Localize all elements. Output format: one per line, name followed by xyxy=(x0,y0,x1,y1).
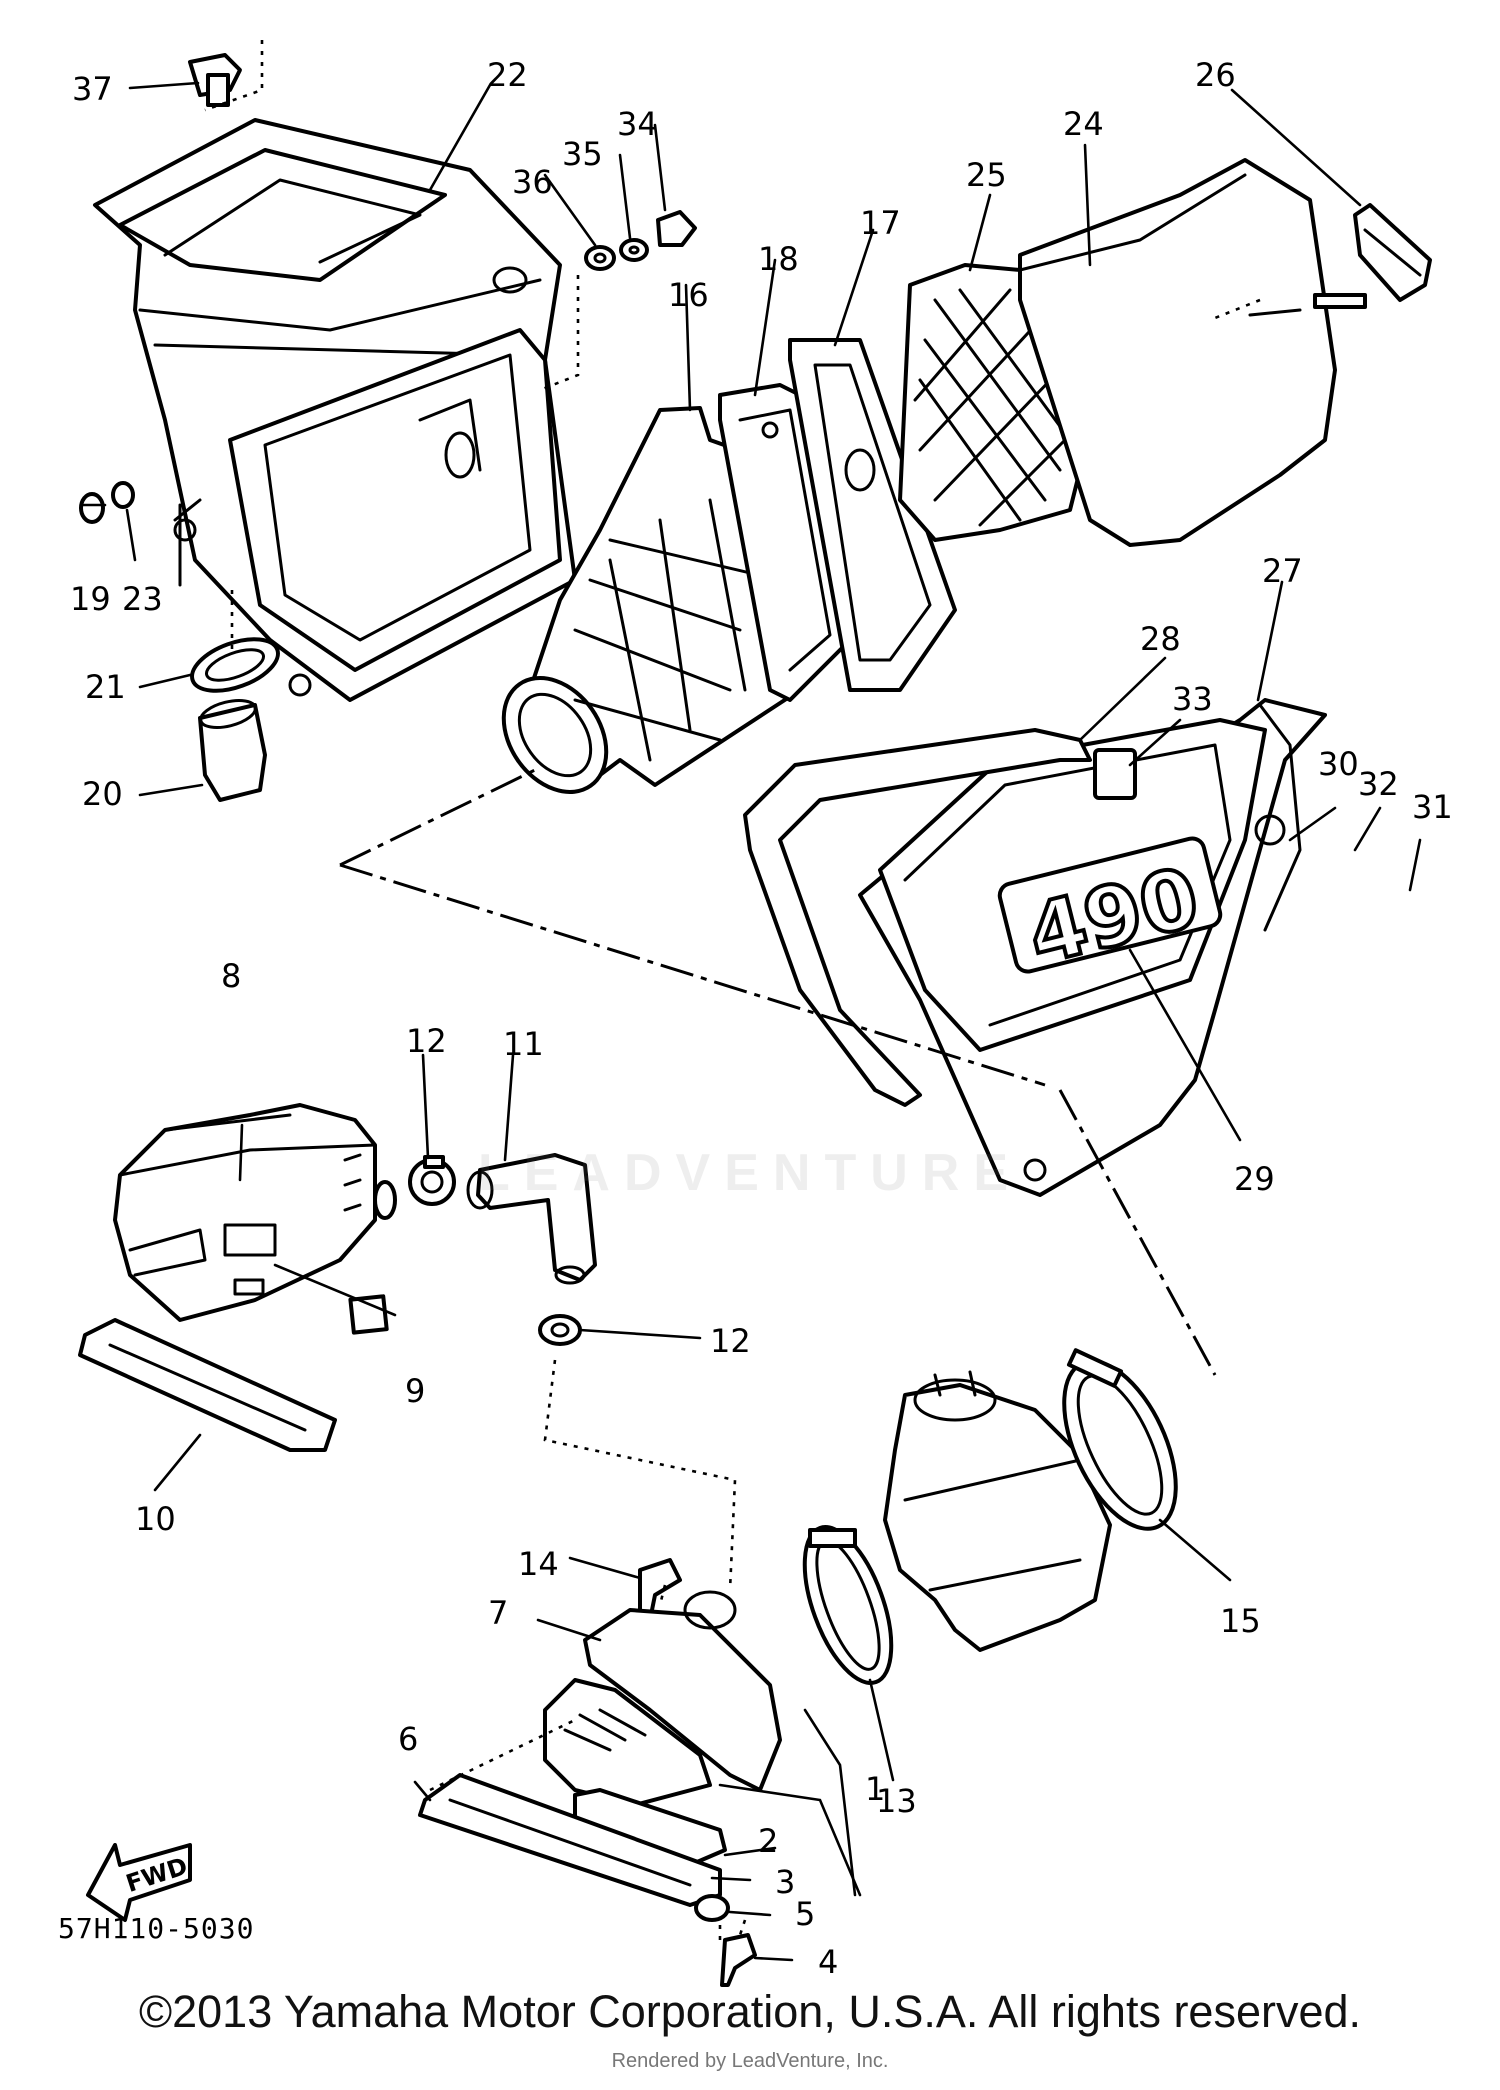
air-box-case xyxy=(93,118,577,702)
washer-36 xyxy=(584,245,616,271)
wing-bolt xyxy=(1313,203,1432,309)
render-note: Rendered by LeadVenture, Inc. xyxy=(611,2050,889,2072)
collar-33 xyxy=(1093,748,1137,800)
alignment-lines xyxy=(204,40,1217,1940)
label-25: 25 xyxy=(966,156,1007,194)
copyright-notice: ©2013 Yamaha Motor Corporation, U.S.A. A… xyxy=(138,1986,1362,2037)
screw-4 xyxy=(720,1933,757,1987)
fwd-arrow-icon: FWD xyxy=(86,1843,192,1922)
label-16: 16 xyxy=(668,276,709,314)
label-5: 5 xyxy=(795,1895,815,1933)
band-21 xyxy=(190,637,280,693)
label-35: 35 xyxy=(562,135,603,173)
clamp-12-upper xyxy=(408,1155,456,1206)
label-12-upper: 12 xyxy=(406,1022,447,1060)
bolt-37 xyxy=(188,53,242,107)
label-13: 13 xyxy=(876,1782,917,1820)
label-21: 21 xyxy=(85,668,126,706)
label-29: 29 xyxy=(1234,1160,1275,1198)
clamp-15 xyxy=(1062,1348,1178,1531)
watermark: LEADVENTURE xyxy=(477,1144,1023,1202)
label-10: 10 xyxy=(135,1500,176,1538)
label-20: 20 xyxy=(82,775,123,813)
label-33: 33 xyxy=(1172,680,1213,718)
label-7: 7 xyxy=(488,1594,508,1632)
clamp-13 xyxy=(802,1525,894,1685)
cover-seal xyxy=(743,728,1092,1107)
label-30: 30 xyxy=(1318,745,1359,783)
label-9 xyxy=(348,1294,389,1335)
sub-tank-8 xyxy=(113,1103,397,1322)
label-11: 11 xyxy=(503,1025,544,1063)
label-6: 6 xyxy=(398,1720,418,1758)
label-17: 17 xyxy=(860,204,901,242)
air-filter-guide-17 xyxy=(788,338,957,692)
washer-23 xyxy=(111,481,135,509)
manifold-7 xyxy=(583,1590,782,1792)
label-12-lower: 12 xyxy=(710,1322,751,1360)
washer-35 xyxy=(619,238,649,262)
label-8: 8 xyxy=(221,957,241,995)
part-labels: 37 22 34 35 36 26 24 25 17 18 16 27 28 3… xyxy=(70,56,1453,1981)
label-27: 27 xyxy=(1262,552,1303,590)
label-15: 15 xyxy=(1220,1602,1261,1640)
label-34: 34 xyxy=(617,105,658,143)
label-37: 37 xyxy=(72,70,113,108)
label-3: 3 xyxy=(775,1863,795,1901)
label-19: 19 xyxy=(70,580,111,618)
label-1: 1 xyxy=(865,1770,885,1808)
label-24: 24 xyxy=(1063,105,1104,143)
carburetor xyxy=(883,1370,1112,1652)
label-26: 26 xyxy=(1195,56,1236,94)
label-36: 36 xyxy=(512,163,553,201)
label-32: 32 xyxy=(1358,765,1399,803)
nut-19 xyxy=(79,492,105,524)
label-9: 9 xyxy=(405,1372,425,1410)
drawing-code: 57H110-5030 xyxy=(58,1912,255,1945)
label-28: 28 xyxy=(1140,620,1181,658)
reed-valve-2 xyxy=(543,1678,712,1807)
label-14: 14 xyxy=(518,1545,559,1583)
label-4: 4 xyxy=(818,1943,838,1981)
breather-hose-11 xyxy=(466,1153,597,1285)
washer-5 xyxy=(694,1894,730,1922)
label-31: 31 xyxy=(1412,788,1453,826)
clamp-12-lower xyxy=(538,1314,582,1346)
gasket-plate-18 xyxy=(718,383,852,702)
label-23: 23 xyxy=(122,580,163,618)
cap-20 xyxy=(198,699,267,802)
band-10 xyxy=(78,1318,337,1452)
leader-lines xyxy=(80,81,1422,1962)
label-18: 18 xyxy=(758,240,799,278)
label-2: 2 xyxy=(758,1822,778,1860)
air-filter-element xyxy=(1018,158,1337,547)
label-22: 22 xyxy=(487,56,528,94)
bolt-34 xyxy=(656,210,697,247)
